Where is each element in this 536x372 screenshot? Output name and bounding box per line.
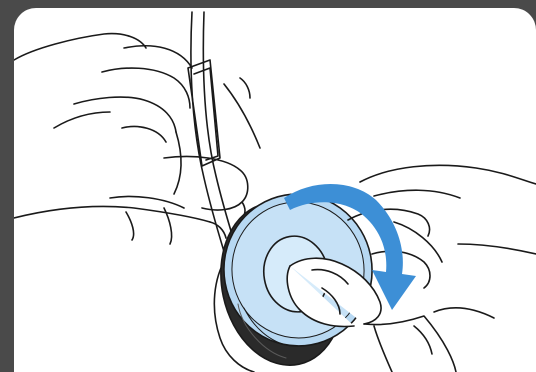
illustration-panel [14, 8, 536, 372]
hand-holding-headband-icon [14, 34, 260, 244]
headphone-illustration [14, 8, 536, 372]
